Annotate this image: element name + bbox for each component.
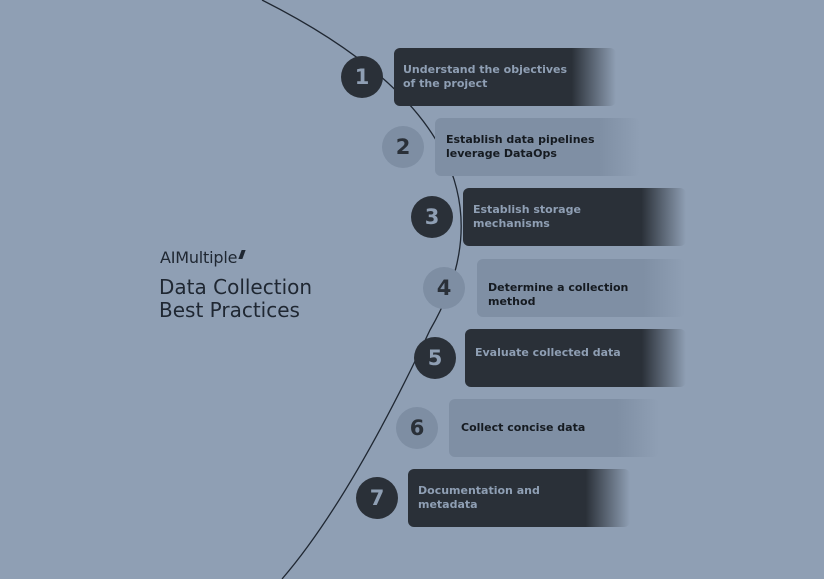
step-1-label: Understand the objectives of the project [403, 63, 568, 90]
step-5-card: Evaluate collected data [465, 329, 686, 387]
step-1-badge: 1 [341, 56, 383, 98]
step-3-card: Establish storage mechanisms [463, 188, 686, 246]
step-4-card: Determine a collection method [477, 259, 685, 317]
brand-name: AIMultiple [160, 248, 238, 267]
title-line-1: Data Collection [159, 275, 313, 299]
step-6-label: Collect concise data [461, 421, 586, 434]
title-line-2: Best Practices [159, 298, 300, 322]
step-6-card: Collect concise data [449, 399, 659, 457]
step-2-label: Establish data pipelines leverage DataOp… [446, 133, 595, 160]
step-2-card: Establish data pipelines leverage DataOp… [435, 118, 640, 176]
brand-logo: AIMultiple [160, 248, 246, 267]
step-4-label: Determine a collection method [488, 281, 629, 308]
step-3-label: Establish storage mechanisms [473, 203, 581, 230]
step-3-badge: 3 [411, 196, 453, 238]
step-5-label: Evaluate collected data [475, 346, 621, 359]
step-1-card: Understand the objectives of the project [394, 48, 616, 106]
page-title: Data Collection Best Practices [159, 276, 312, 322]
step-7-card: Documentation and metadata [408, 469, 630, 527]
step-5-badge: 5 [414, 337, 456, 379]
step-4-badge: 4 [423, 267, 465, 309]
step-6-badge: 6 [396, 407, 438, 449]
step-7-badge: 7 [356, 477, 398, 519]
step-7-label: Documentation and metadata [418, 484, 540, 511]
step-2-badge: 2 [382, 126, 424, 168]
